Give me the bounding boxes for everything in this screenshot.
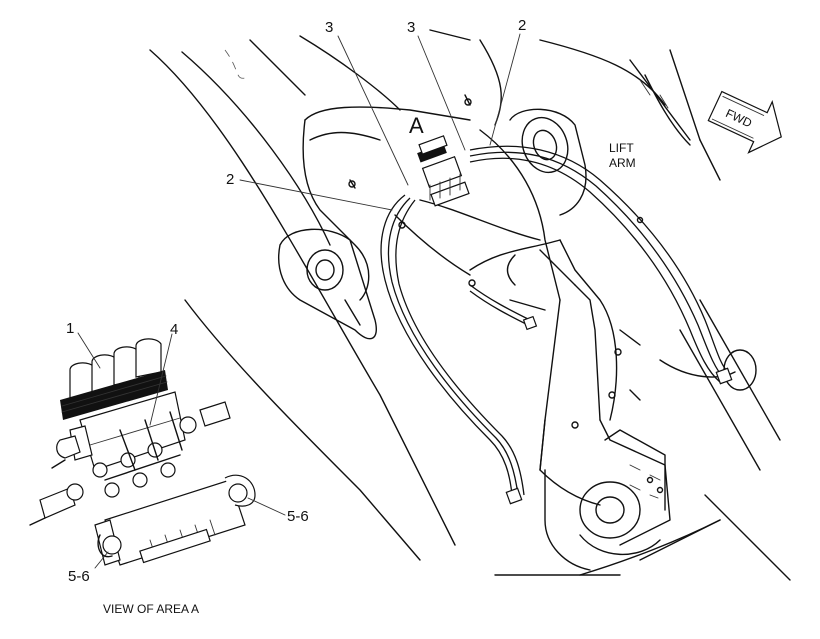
enlarged-valve-assembly	[29, 338, 256, 566]
callout-1: 1	[66, 320, 74, 337]
view-caption: VIEW OF AREA A	[103, 602, 199, 616]
lift-arm-label-line2: ARM	[609, 156, 636, 170]
lift-arm-body	[278, 94, 757, 571]
leader-lines	[77, 33, 521, 569]
callout-labels: 3 3 2 2 A LIFT ARM 1 4 5-6 5-6 VIEW OF A…	[66, 17, 636, 616]
area-a-marker: A	[409, 113, 424, 138]
manifold-base	[29, 459, 256, 566]
callout-4: 4	[170, 321, 178, 338]
hose-lines	[348, 145, 733, 505]
callout-3-right: 3	[407, 19, 415, 36]
callout-3-left: 3	[325, 19, 333, 36]
valve-bodies	[39, 391, 231, 519]
area-a-valve-block	[417, 135, 470, 207]
lift-arm-label-line1: LIFT	[609, 141, 634, 155]
callout-5-6-left: 5-6	[68, 568, 90, 585]
callout-2-top: 2	[518, 17, 526, 34]
frame-structure	[149, 29, 791, 581]
solenoid-caps	[60, 338, 168, 420]
fwd-arrow: FWD	[707, 90, 782, 154]
callout-2-left: 2	[226, 171, 234, 188]
callout-5-6-right: 5-6	[287, 508, 309, 525]
